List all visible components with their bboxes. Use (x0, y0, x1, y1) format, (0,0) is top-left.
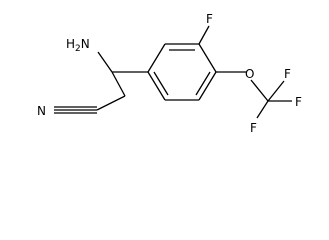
bond-o-cf3 (250, 79, 269, 102)
atom-f1: F (295, 95, 302, 109)
bond-ch-ch2 (111, 71, 126, 97)
atom-o: O (245, 67, 254, 81)
atom-nh2: H2N (66, 37, 90, 54)
structure-svg: H2N F O N F F F (37, 12, 302, 135)
atom-n-nitrile: N (37, 104, 46, 118)
ring-bond-4 (198, 71, 217, 101)
ring-double-3 (153, 71, 169, 96)
ring-double-2 (195, 71, 211, 96)
bond-ring-f (198, 25, 210, 45)
molecule-diagram: H2N F O N F F F (37, 12, 302, 135)
bond-ch-nh2 (97, 51, 113, 73)
bonds (54, 25, 292, 119)
ring-bond-3 (198, 43, 217, 73)
atom-labels: H2N F O N F F F (37, 12, 302, 135)
ring-bond-6 (147, 71, 166, 101)
ring-bond-1 (147, 43, 166, 73)
bond-c-f2 (256, 100, 269, 119)
atom-f2: F (250, 121, 257, 135)
bond-c-f3 (267, 80, 285, 102)
atom-f3: F (284, 67, 291, 81)
atom-f-ring: F (206, 12, 213, 26)
bond-ch2-cn (96, 95, 126, 111)
